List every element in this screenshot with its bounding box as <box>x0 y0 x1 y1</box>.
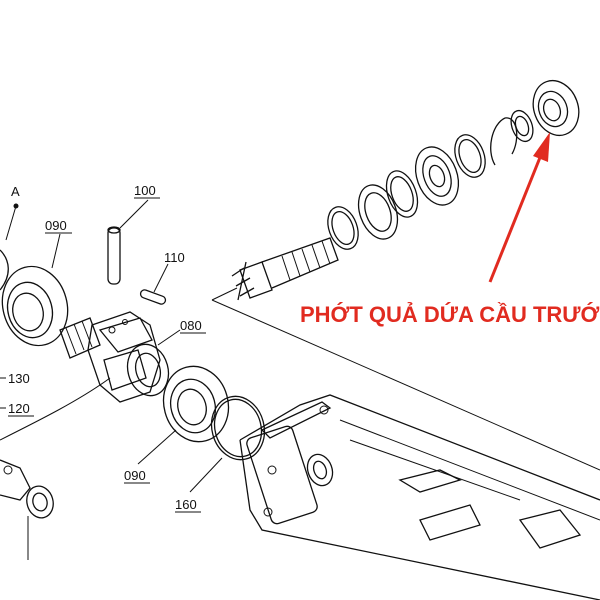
label-a: A <box>11 184 20 199</box>
pin-110 <box>139 289 167 305</box>
arrow-head-icon <box>533 132 550 162</box>
shaft-rings <box>327 79 580 250</box>
pinion-shaft <box>231 237 339 301</box>
label-100: 100 <box>134 183 156 198</box>
label-120: 120 <box>8 401 30 416</box>
yoke-assembly <box>59 311 170 403</box>
label-110: 110 <box>164 250 185 265</box>
callout-text: PHỚT QUẢ DỨA CẦU TRƯỚC <box>300 302 600 327</box>
small-parts-left <box>0 377 111 560</box>
snap-ring-160 <box>210 395 266 461</box>
label-130: 130 <box>8 371 30 386</box>
bearing-090-top <box>0 249 69 347</box>
pin-100 <box>107 226 121 285</box>
label-160: 160 <box>175 497 197 512</box>
housing-outline <box>211 287 600 600</box>
label-080: 080 <box>180 318 202 333</box>
label-090-top: 090 <box>45 218 67 233</box>
leader-lines <box>0 199 223 493</box>
part-labels: A 100 090 110 080 130 120 090 160 <box>8 183 206 513</box>
label-090-bottom: 090 <box>124 468 146 483</box>
bearing-090-bottom <box>162 365 230 443</box>
callout-annotation: PHỚT QUẢ DỨA CẦU TRƯỚC <box>300 132 600 327</box>
